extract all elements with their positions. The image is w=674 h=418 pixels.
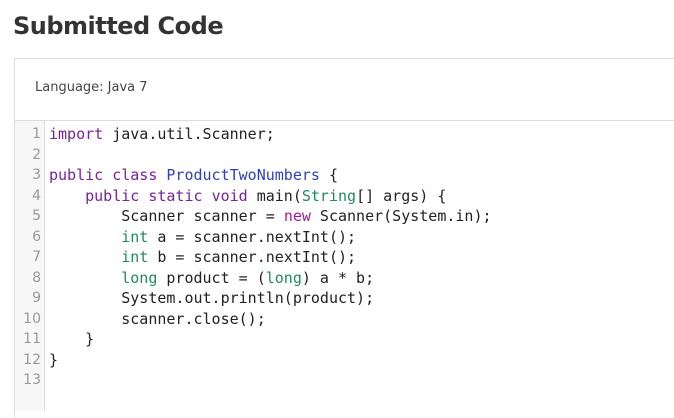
code-token: int [121,227,149,246]
code-token: long [121,268,158,287]
code-token: long [265,268,302,287]
code-token: new [283,207,311,225]
code-line: scanner.close(); [49,309,492,330]
code-line [49,145,492,166]
code-line [49,370,492,391]
code-token: int [121,248,149,266]
line-number: 8 [32,269,41,286]
panel-header: Language: Java 7 [15,59,674,121]
code-line: Scanner scanner = new Scanner(System.in)… [49,206,492,227]
code-token: ProductTwoNumbers [166,166,320,184]
language-label: Language: Java 7 [35,80,148,95]
code-token: ) a * b; [301,268,375,287]
code-token [49,228,121,246]
line-number: 10 [23,310,41,327]
code-token [103,166,112,184]
code-token [139,187,148,205]
code-line: System.out.println(product); [49,288,492,309]
code-line: long product = (long) a * b; [49,268,492,289]
code-token: Scanner scanner = [49,207,284,225]
line-number: 12 [23,351,41,368]
code-token: void [211,186,248,205]
code-line: int b = scanner.nextInt(); [49,247,492,268]
line-number: 4 [32,187,41,204]
code-token: java.util.Scanner; [103,125,275,143]
code-token: product = ( [157,268,266,287]
code-token: { [319,166,338,184]
line-number: 5 [32,208,41,224]
code-line: public static void main(String[] args) { [49,186,492,207]
line-number: 11 [23,331,41,347]
code-token: import [49,125,104,143]
code-line: int a = scanner.nextInt(); [49,227,492,248]
code-token: } [49,350,59,369]
code-token: public [49,166,104,184]
line-number: 1 [32,126,41,142]
code-token: class [112,166,158,184]
code-token: a = scanner.nextInt(); [148,227,357,246]
code-token: static [148,186,203,205]
line-number: 13 [23,372,41,388]
code-content[interactable]: import java.util.Scanner; public class Pr… [49,124,492,391]
code-token: } [49,330,95,348]
code-line: public class ProductTwoNumbers { [49,165,492,186]
code-token: b = scanner.nextInt(); [148,248,357,266]
code-line: } [49,350,492,371]
code-line: import java.util.Scanner; [49,124,492,145]
code-token: main( [247,186,302,205]
code-token [49,269,121,287]
code-line: } [49,329,492,350]
line-number: 3 [32,167,41,183]
line-number: 6 [32,228,41,245]
line-number: 9 [32,290,41,306]
code-token: Scanner(System.in); [310,207,492,225]
code-token: String [301,186,357,205]
code-token: System.out.println(product); [49,289,375,307]
line-number: 7 [32,249,41,265]
code-token [49,248,121,266]
page-title: Submitted Code [13,12,224,40]
code-token [203,187,212,205]
line-number: 2 [32,146,41,163]
code-token: [] args) { [356,186,447,205]
code-token: scanner.close(); [49,309,266,328]
code-token: public [85,186,140,205]
code-token [49,187,85,205]
